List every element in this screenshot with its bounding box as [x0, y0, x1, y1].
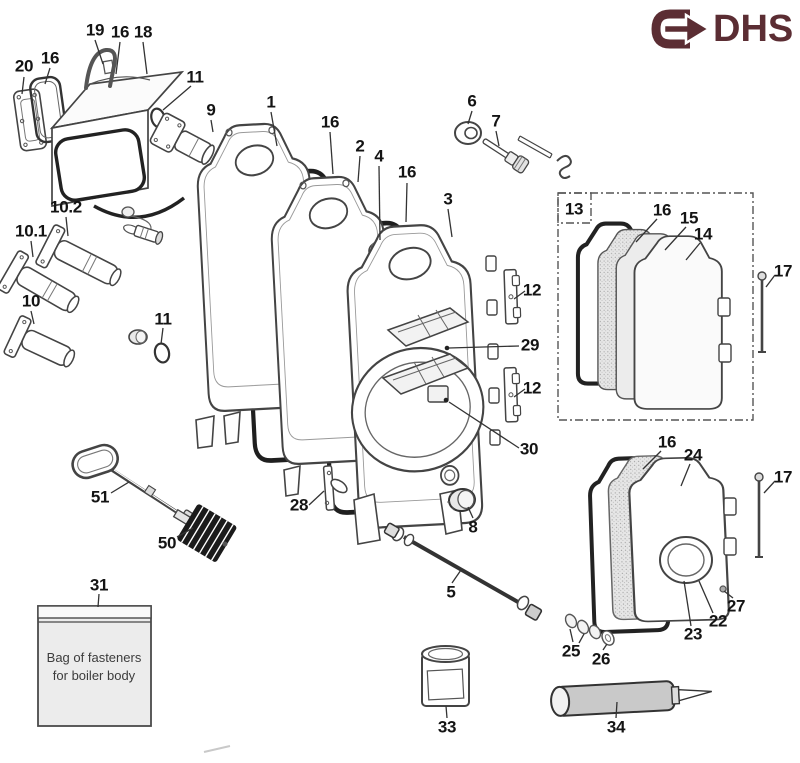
callout-4: 4: [374, 146, 384, 166]
part-baffle-29: [386, 307, 470, 351]
part-section-2-leg: [283, 464, 301, 497]
callout-25: 25: [561, 641, 581, 661]
callout-16-5: 16: [652, 200, 672, 220]
logo-text: DHS: [713, 8, 794, 50]
callout-23: 23: [683, 624, 703, 644]
callout-9: 9: [206, 100, 216, 120]
part-drain-valve: [121, 206, 164, 245]
part-plug-and-oring-11: [128, 329, 171, 364]
callout-10: 10: [21, 291, 41, 311]
part-plug-8: [447, 487, 476, 513]
part-section-1-leg: [223, 410, 241, 445]
callout-16-2: 16: [40, 48, 60, 68]
callout-3: 3: [443, 189, 453, 209]
part-grommet-6: [454, 121, 482, 145]
callout-33: 33: [437, 717, 457, 737]
callout-18: 18: [133, 22, 153, 42]
part-tie-rod-5: [383, 522, 543, 621]
leader-lines: [21, 39, 776, 719]
callout-8: 8: [468, 517, 478, 537]
part-bracket-12-upper: [503, 268, 522, 325]
part-burner-opening: [659, 497, 737, 593]
part-bag-31: [37, 605, 152, 727]
callout-28: 28: [289, 495, 309, 515]
part-cleaning-tool-51: [71, 443, 197, 524]
part-clip-28: [322, 465, 348, 511]
callout-24: 24: [683, 445, 703, 465]
callout-12-2: 12: [522, 378, 542, 398]
part-sleeve-10-2: [35, 224, 122, 287]
part-baffle-30: [381, 353, 470, 403]
part-section-2: [267, 173, 397, 466]
part-washers-25: [564, 613, 602, 640]
kit-box-13: [557, 192, 754, 421]
part-section-1-leg: [195, 414, 215, 449]
callout-13: 13: [564, 199, 584, 219]
callout-51: 51: [90, 487, 110, 507]
callout-16-1: 16: [110, 22, 130, 42]
callout-11-1: 11: [186, 67, 204, 87]
callout-15: 15: [679, 208, 699, 228]
callout-16-4: 16: [397, 162, 417, 182]
callout-6: 6: [467, 91, 477, 111]
callout-12-1: 12: [522, 280, 542, 300]
callout-2: 2: [355, 136, 365, 156]
part-sleeve-10-1: [0, 250, 80, 314]
callout-10-1: 10.1: [15, 221, 47, 241]
callout-16-6: 16: [657, 432, 677, 452]
callout-29: 29: [520, 335, 540, 355]
part-ring-26: [601, 630, 615, 646]
callout-1: 1: [266, 92, 276, 112]
callout-27: 27: [726, 596, 746, 616]
callout-5: 5: [446, 582, 456, 602]
callout-20: 20: [14, 56, 34, 76]
callout-16-3: 16: [320, 112, 340, 132]
part-collar-9: [149, 112, 215, 165]
decor-tick: [203, 745, 231, 753]
bag-of-fasteners-label: Bag of fasteners for boiler body: [46, 649, 142, 683]
part-sensor-rod: [517, 135, 572, 179]
callout-50: 50: [157, 533, 177, 553]
callout-31: 31: [89, 575, 109, 595]
callout-17-1: 17: [773, 261, 793, 281]
part-section-3-tabs: [485, 255, 501, 446]
callout-7: 7: [491, 111, 501, 131]
callout-10-2: 10.2: [50, 197, 82, 217]
part-pin-17-upper: [757, 271, 767, 353]
callout-19: 19: [85, 20, 105, 40]
part-bracket-12-lower: [503, 366, 522, 423]
callout-14: 14: [693, 224, 713, 244]
part-sensor-7: [482, 138, 530, 174]
dhs-arrow-icon: [651, 9, 712, 49]
part-section-3-leg: [353, 492, 381, 545]
callout-11-2: 11: [154, 309, 172, 329]
callout-17-2: 17: [773, 467, 793, 487]
callout-30: 30: [519, 439, 539, 459]
callout-22: 22: [708, 611, 728, 631]
part-section-1: [193, 120, 323, 413]
callout-34: 34: [606, 717, 626, 737]
part-cartridge-34: [550, 680, 712, 717]
callout-26: 26: [591, 649, 611, 669]
part-can-33: [421, 645, 470, 707]
part-bracket-19: [84, 47, 117, 90]
part-brush-50: [172, 504, 237, 562]
dhs-logo: DHS: [650, 8, 793, 50]
part-sleeve-10: [3, 315, 76, 368]
part-pin-17-lower: [754, 472, 764, 558]
